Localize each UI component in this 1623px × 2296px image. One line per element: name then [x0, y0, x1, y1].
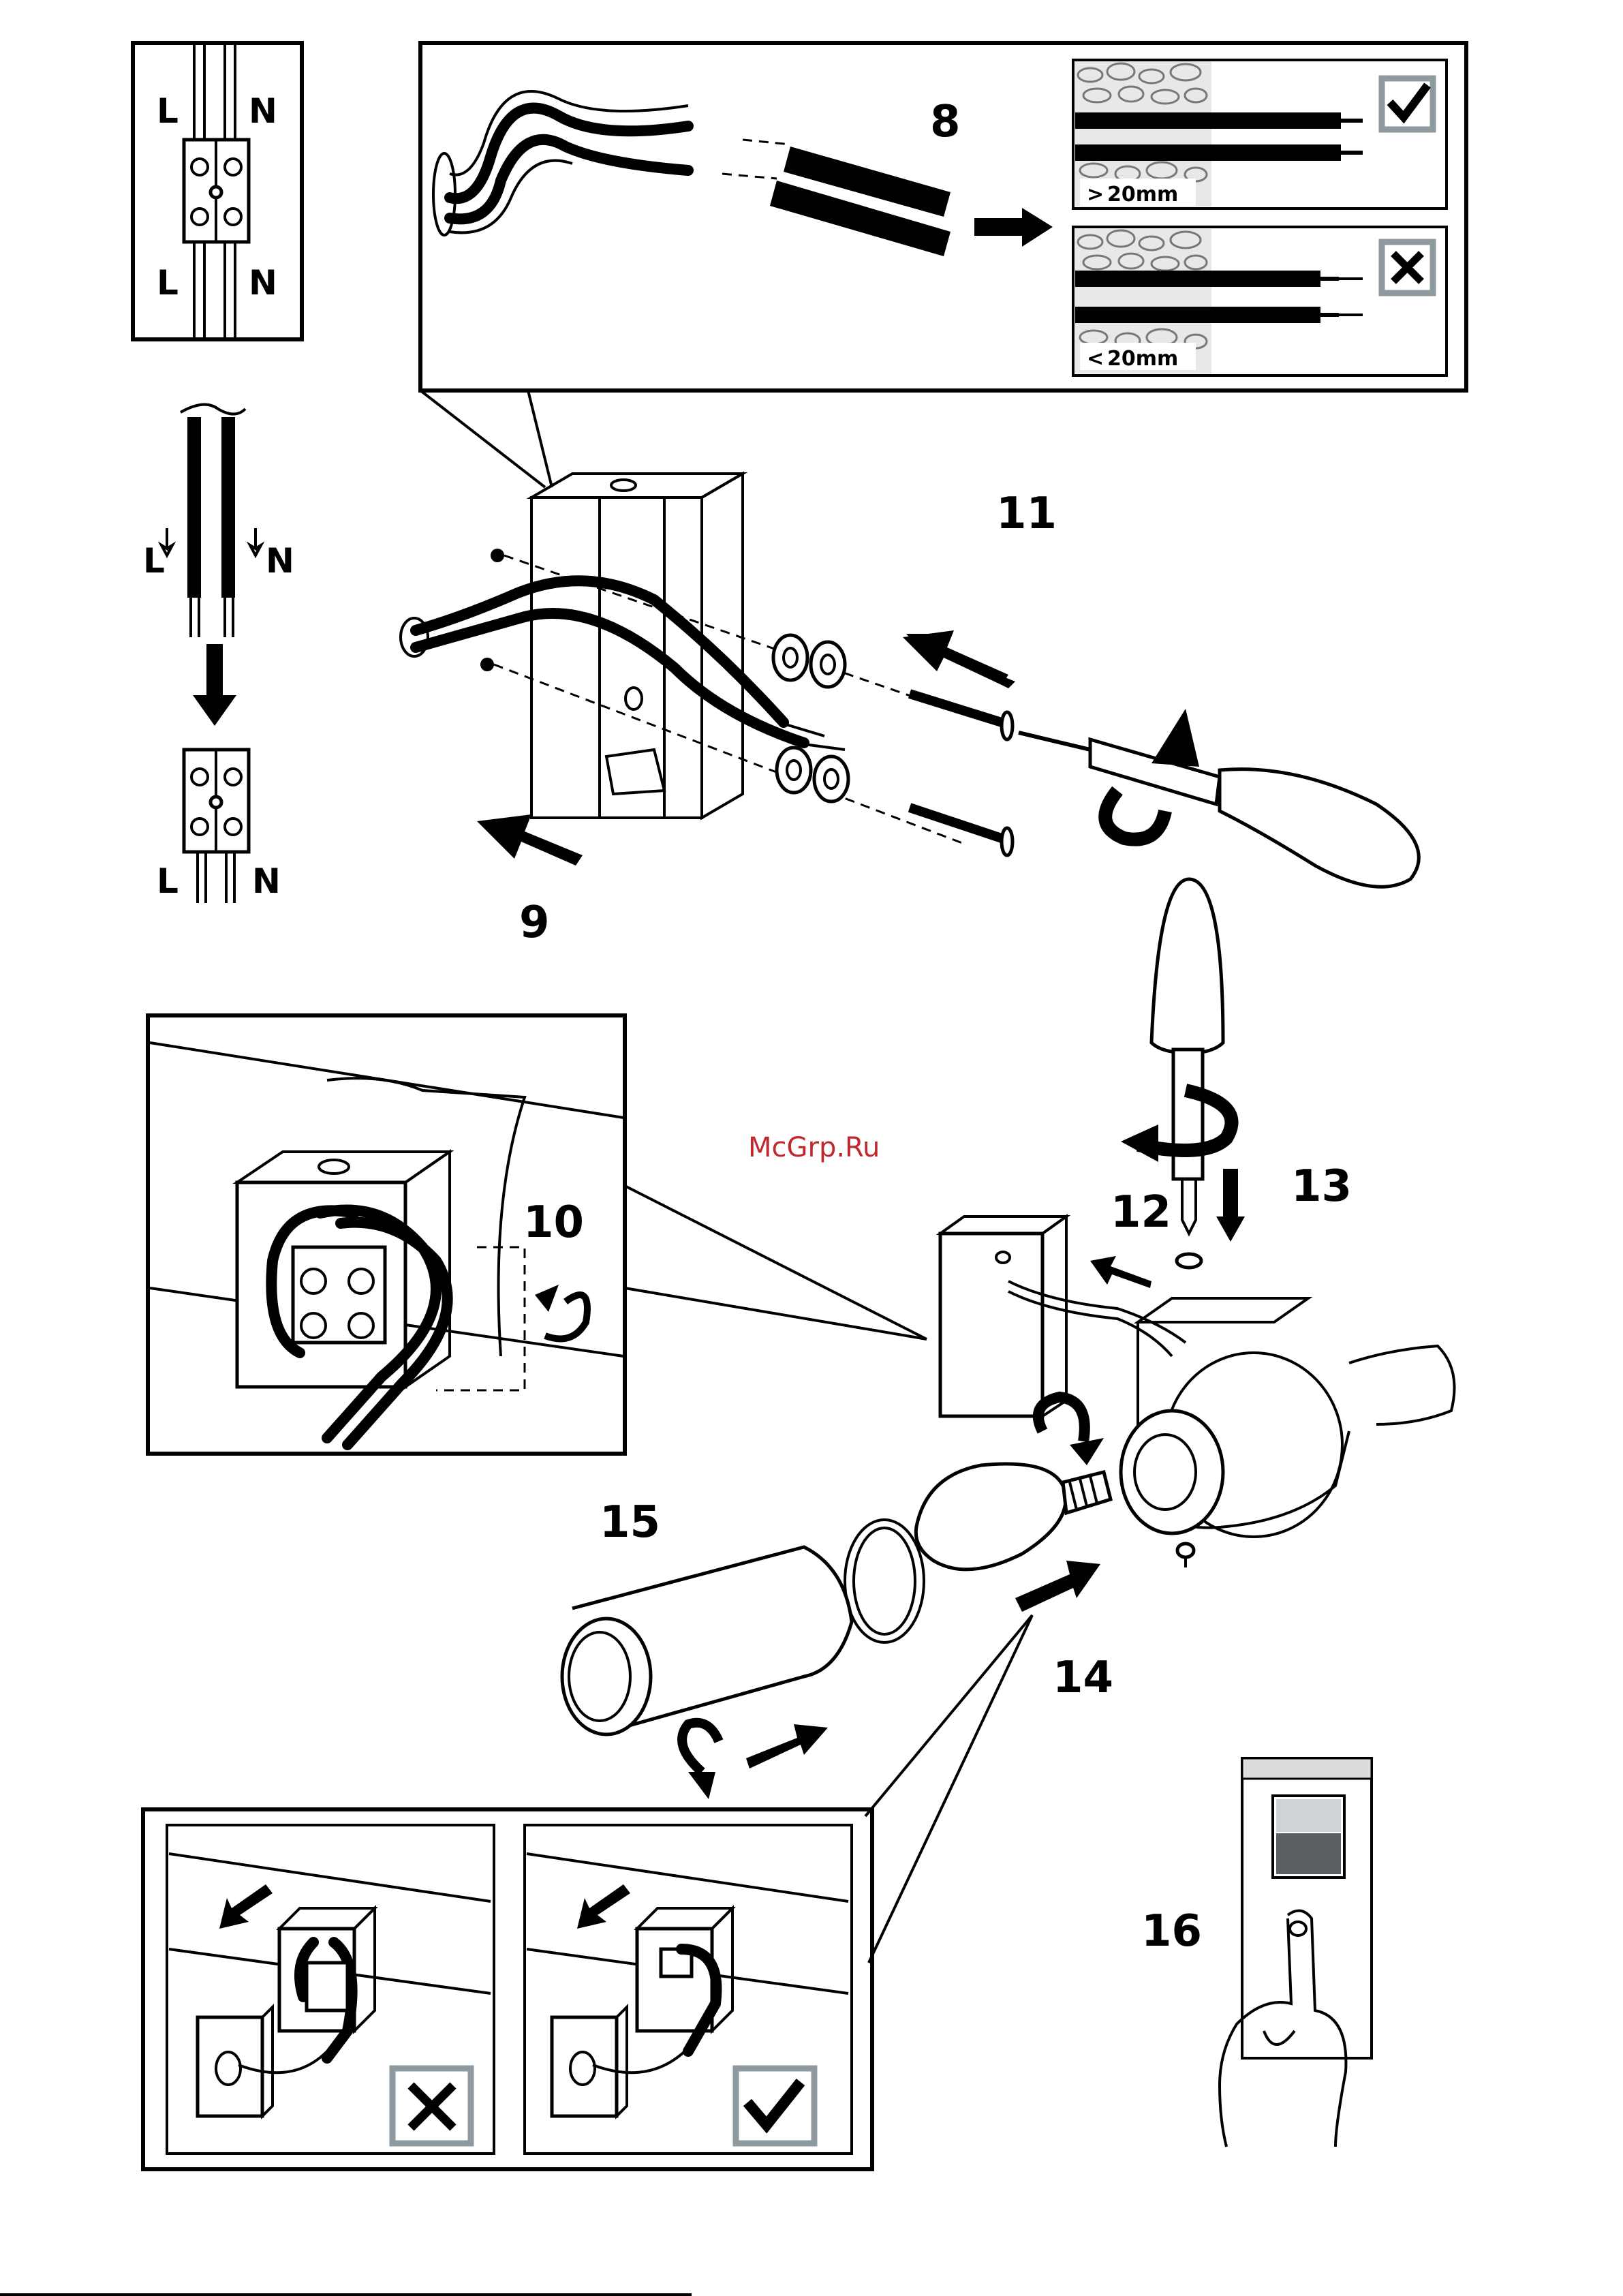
terminal-block-icon: [293, 1247, 385, 1343]
bulb: [916, 1397, 1111, 1570]
direction-arrow-icon: [746, 1724, 828, 1769]
lamp-body: [1121, 1298, 1455, 1567]
arrow-push-14: 14: [865, 1561, 1113, 1963]
glass-cover: 15: [562, 1497, 924, 1799]
step-8-panel: 8 > 20mm: [420, 43, 1466, 487]
step-12-label: 12: [1111, 1187, 1171, 1238]
step-11-panel: 10: [148, 1015, 927, 1454]
step-15-label: 15: [600, 1497, 660, 1548]
wiring-comparison-panel: [143, 1809, 872, 2169]
screw-bottom: [910, 808, 1013, 855]
wiring-wrong-example: [169, 1854, 491, 2143]
label-live-top: L: [157, 91, 179, 131]
step-16-label: 16: [1141, 1906, 1202, 1957]
check-icon: [1390, 85, 1427, 117]
label-neutral-final: N: [252, 861, 281, 901]
down-arrow-icon: [206, 644, 223, 699]
watermark-text: McGrp.Ru: [748, 1132, 880, 1163]
step-11-label: 10: [523, 1197, 584, 1248]
screw-top: [910, 694, 1013, 739]
strip-length-ok-label: 20mm: [1107, 183, 1178, 206]
screwdriver-horizontal: [1019, 709, 1419, 887]
direction-arrow-icon: [219, 1884, 273, 1929]
label-live-cable: L: [143, 541, 165, 581]
check-icon: [747, 2082, 801, 2125]
screw-small: [1177, 1254, 1201, 1268]
arrow-neutral-icon: [250, 528, 261, 555]
mounting-box-assembly: 11 9: [401, 474, 1419, 948]
screw-small: [1177, 1544, 1194, 1557]
label-live-bottom: L: [157, 263, 179, 303]
screwdriver-vertical: 12 13: [1111, 879, 1352, 1268]
step-14-label: 14: [1053, 1653, 1113, 1703]
direction-arrow-icon: [577, 1884, 630, 1929]
rotate-arrow-icon: [1105, 791, 1165, 840]
lamp-socket: [1121, 1411, 1223, 1533]
lt-symbol: <: [1087, 347, 1104, 371]
small-mounting-box: [940, 1216, 1186, 1416]
step-8-label: 8: [930, 97, 961, 147]
strip-wrong-result: < 20mm: [1073, 227, 1447, 376]
right-arrow-icon: [974, 218, 1025, 236]
arrow-push-9: [477, 814, 583, 866]
down-arrow-icon: [1223, 1169, 1238, 1220]
cross-icon: [411, 2085, 453, 2128]
step-16-power-on: 16: [1141, 1758, 1372, 2147]
cross-icon: [1393, 254, 1421, 281]
label-neutral-bottom: N: [249, 263, 277, 303]
terminal-block-panel: L N L N: [133, 43, 302, 339]
gt-symbol: >: [1087, 183, 1104, 206]
step-13-label: 13: [1291, 1161, 1352, 1212]
wiring-correct-example: [527, 1854, 848, 2143]
label-live-final: L: [157, 861, 179, 901]
step-9-label: 9: [519, 898, 550, 948]
rotate-arrow-icon: [682, 1723, 719, 1772]
step-10-label: 11: [996, 489, 1057, 539]
label-neutral-top: N: [249, 91, 277, 131]
arrow-push-10: [903, 630, 1015, 688]
label-neutral-cable: N: [266, 541, 294, 581]
cable-connection-diagram: L N L N: [143, 405, 294, 903]
strip-correct-result: > 20mm: [1073, 60, 1447, 209]
strip-length-bad-label: 20mm: [1107, 347, 1178, 371]
